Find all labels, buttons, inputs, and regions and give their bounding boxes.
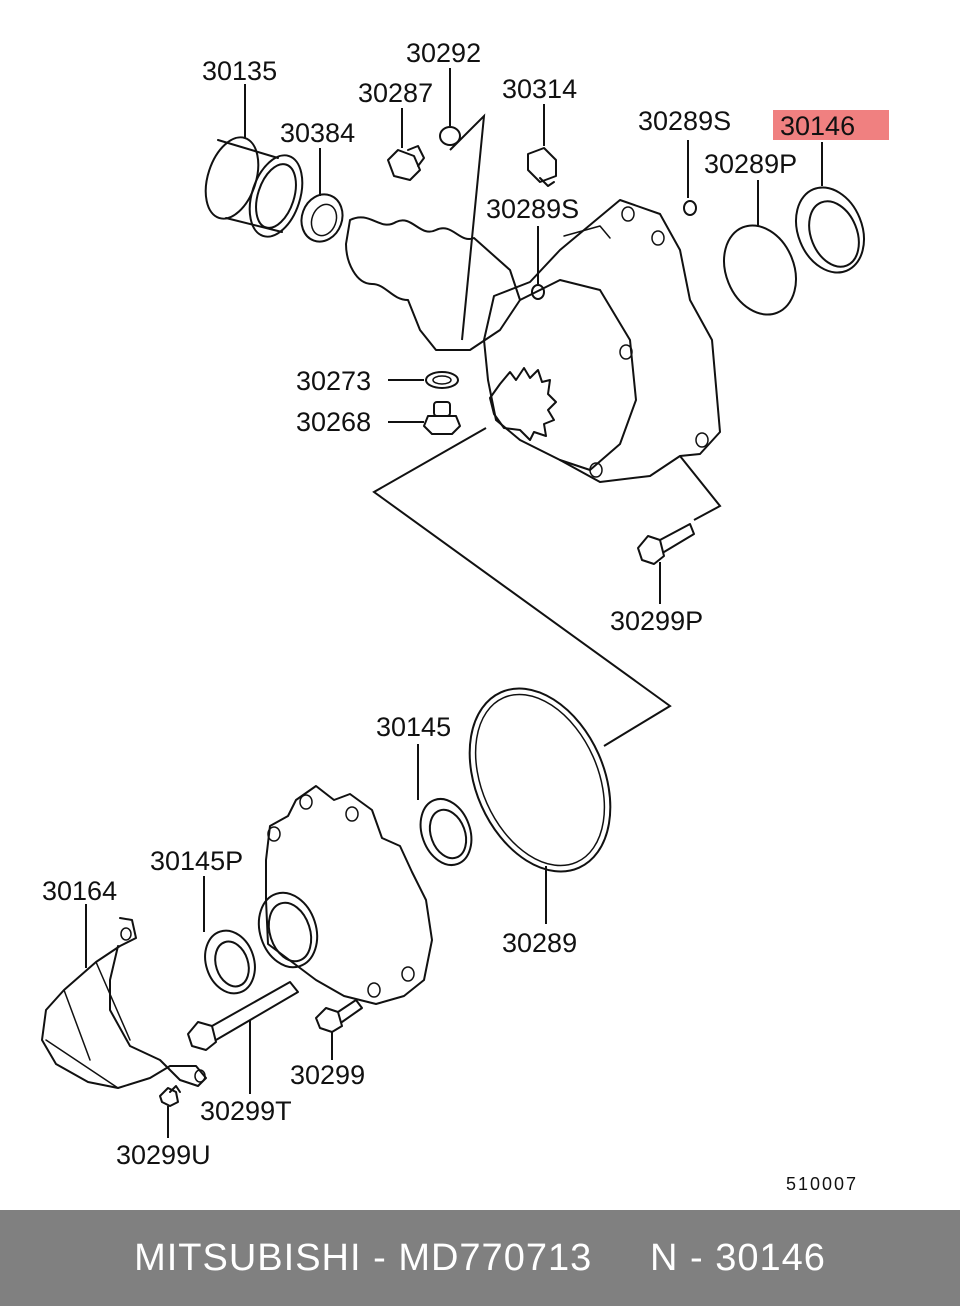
part-30289s-oring-top-shape [683,200,697,216]
label-30135: 30135 [202,56,277,86]
highlight-30146 [773,110,889,140]
part-30289p-oring-shape [723,224,797,316]
part-30292-washer-shape [439,126,461,146]
exploded-parts-diagram: 30135 30292 30287 30314 30384 30289S 301… [41,38,889,1194]
label-30164: 30164 [42,876,117,906]
part-30287-plug-shape [387,145,425,181]
part-30135-sleeve-shape [204,136,304,238]
part-30145-seal-shape [419,798,473,866]
label-30289s-top: 30289S [638,106,731,136]
part-30299t-bolt-shape [187,981,299,1051]
part-30273-washer-shape [425,371,459,389]
part-30384-bearing-shape [300,193,344,243]
part-30299p-bolt-shape [637,523,695,565]
label-30145p: 30145P [150,846,243,876]
label-30289: 30289 [502,928,577,958]
diagram-code: 510007 [786,1174,858,1194]
label-30314: 30314 [502,74,577,104]
part-30299-bolt-shape [315,999,363,1033]
label-30299u: 30299U [116,1140,211,1170]
label-30146: 30146 [780,111,855,141]
part-30314-sensor-shape [527,147,557,187]
transfer-housing-shape [345,199,721,483]
label-30299t: 30299T [200,1096,292,1126]
part-30146-seal-shape [795,186,865,274]
rear-cover-shape [257,785,433,1005]
footer-bar: MITSUBISHI - MD770713 N - 30146 [0,1210,960,1306]
label-30268: 30268 [296,407,371,437]
label-30289s-mid: 30289S [486,194,579,224]
footer-text: MITSUBISHI - MD770713 N - 30146 [134,1236,826,1279]
label-30287: 30287 [358,78,433,108]
part-30268-plug-shape [423,401,461,435]
label-30273: 30273 [296,366,371,396]
part-30289-large-oring-shape [468,687,612,873]
part-30164-cover-shape [41,917,207,1089]
part-30299u-bolt-shape [159,1085,181,1107]
label-30299p: 30299P [610,606,703,636]
part-30289s-oring-mid-shape [531,284,545,300]
label-30299: 30299 [290,1060,365,1090]
label-30384: 30384 [280,118,355,148]
label-30145: 30145 [376,712,451,742]
part-30145p-bearing-shape [204,929,256,995]
label-30289p: 30289P [704,149,797,179]
label-30292: 30292 [406,38,481,68]
